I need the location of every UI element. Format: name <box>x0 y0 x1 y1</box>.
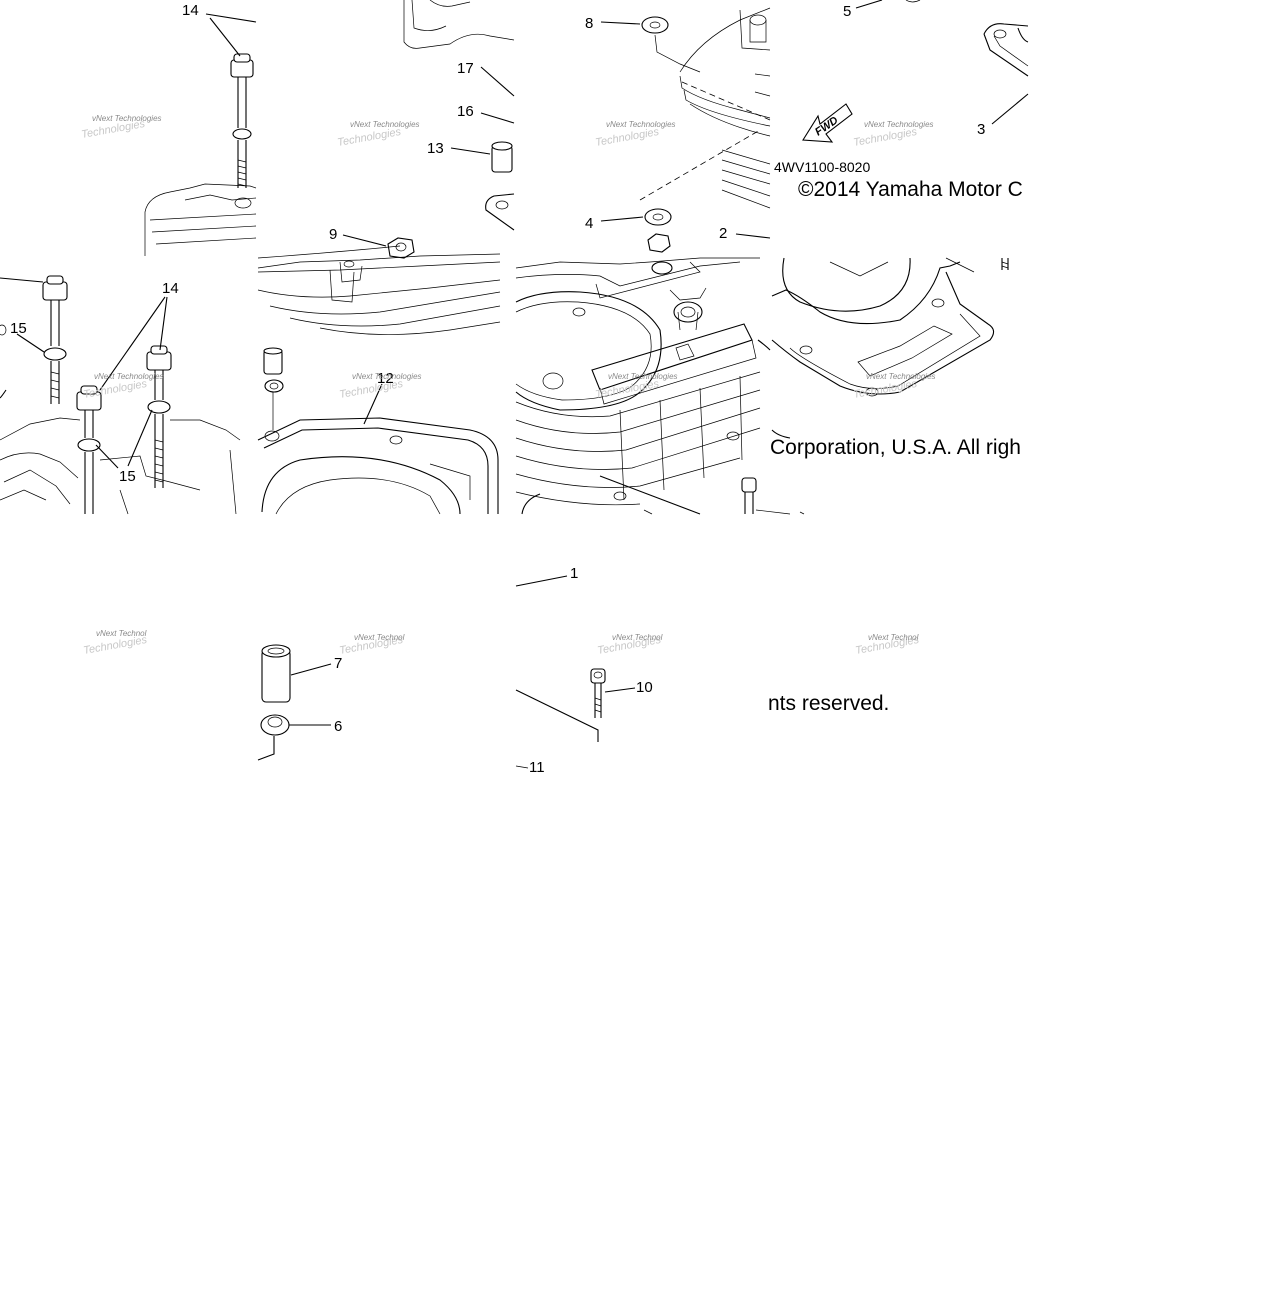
callout-12: 12 <box>377 370 394 387</box>
callout-10: 10 <box>636 679 653 696</box>
forward-arrow-icon: FWD <box>802 103 853 143</box>
tile-empty-lower-left: Technologies vNext Technol <box>82 629 148 657</box>
callout-11: 11 <box>529 759 545 776</box>
watermark: vNext Technologies <box>864 120 934 129</box>
watermark: Technologies <box>852 378 918 401</box>
callout-15: 15 <box>119 468 136 485</box>
watermark: vNext Technol <box>868 633 919 642</box>
watermark: vNext Technologies <box>352 372 422 381</box>
tile-bolts-lower: 1 10 11 Technologies vNext Technol <box>515 565 663 776</box>
head-bolt-part <box>230 53 254 188</box>
tile-head-bolt: Technologies vNext Technologies 14 <box>80 2 257 256</box>
head-bolt-part <box>146 345 172 488</box>
tile-copyright-end: nts reserved. Technologies vNext Technol <box>768 633 920 715</box>
watermark: vNext Technologies <box>866 372 936 381</box>
head-bolt-part <box>42 275 68 404</box>
watermark: vNext Technologies <box>606 120 676 129</box>
watermark: vNext Technologies <box>94 372 164 381</box>
tile-head-dowel: 17 16 13 9 Technologies vNext Technologi… <box>257 0 515 283</box>
callout-13: 13 <box>427 140 444 157</box>
watermark: vNext Technol <box>612 633 663 642</box>
callout-9: 9 <box>329 226 337 243</box>
callout-1: 1 <box>570 565 578 582</box>
callout-5: 5 <box>843 3 851 20</box>
callout-15: 15 <box>10 320 27 337</box>
tile-cylinder-head: 8 4 2 Technologies vNext Technologies <box>585 7 771 253</box>
callout-4: 4 <box>585 215 593 232</box>
watermark: vNext Technologies <box>92 114 162 123</box>
callout-14: 14 <box>162 280 179 297</box>
callout-2: 2 <box>719 225 727 242</box>
watermark: vNext Technologies <box>608 372 678 381</box>
callout-6: 6 <box>334 718 342 735</box>
watermark: vNext Technol <box>96 629 147 638</box>
tile-dowel-washer: 7 6 Technologies vNext Technol <box>257 633 405 761</box>
part-code: 4WV1100-8020 <box>774 159 870 175</box>
tile-base-gasket: Corporation, U.S.A. All righ Technologie… <box>741 257 1021 515</box>
callout-8: 8 <box>585 15 593 32</box>
tile-head-gasket: 12 Technologies vNext Technologies <box>257 261 501 515</box>
watermark: Technologies <box>852 126 918 149</box>
watermark: vNext Technol <box>354 633 405 642</box>
watermark: Technologies <box>594 126 660 149</box>
watermark: vNext Technologies <box>350 120 420 129</box>
callout-17: 17 <box>457 60 474 77</box>
callout-14: 14 <box>182 2 199 19</box>
callout-16: 16 <box>457 103 474 120</box>
head-bolt-part <box>76 385 102 514</box>
tile-gasket-top: FWD 5 3 4WV1100-8020 ©2014 Yamaha Motor … <box>774 0 1029 201</box>
watermark: Technologies <box>82 378 148 401</box>
tile-head-bolts: 14 15 15 Technologies vNext Technologies <box>0 275 241 515</box>
callout-3: 3 <box>977 121 985 138</box>
copyright-line-2: Corporation, U.S.A. All righ <box>770 436 1021 459</box>
watermark: Technologies <box>336 126 402 149</box>
copyright-line-3: nts reserved. <box>768 692 889 715</box>
tile-cylinder: Technologies vNext Technologies <box>515 257 771 515</box>
copyright-line-1: ©2014 Yamaha Motor C <box>798 178 1023 201</box>
callout-7: 7 <box>334 655 342 672</box>
watermark: Technologies <box>338 378 404 401</box>
